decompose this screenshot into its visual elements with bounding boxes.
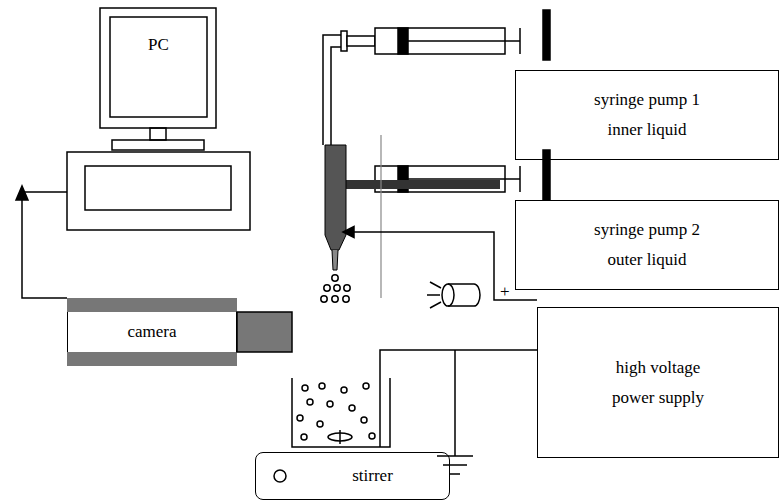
lamp-face	[442, 284, 454, 306]
signal-line	[22, 192, 67, 298]
particle	[319, 383, 325, 389]
particle	[302, 385, 308, 391]
equipment-box: camera	[67, 312, 237, 352]
reference-line	[380, 135, 381, 298]
particle	[301, 434, 307, 440]
box-label: high voltage power supply	[603, 353, 713, 413]
equipment-box: stirrer	[255, 452, 450, 500]
coaxial-nozzle	[325, 145, 346, 250]
monitor-screen	[110, 17, 207, 117]
monitor-neck	[150, 128, 166, 140]
computer-panel	[85, 166, 231, 210]
camera-band	[67, 352, 237, 366]
signal-arrow	[16, 186, 28, 200]
particle	[327, 401, 333, 407]
monitor-base	[112, 140, 204, 150]
syringe-tip	[341, 31, 347, 51]
camera-lens	[237, 312, 292, 352]
camera-band	[67, 298, 237, 312]
computer-case	[67, 152, 250, 230]
droplet	[344, 285, 350, 291]
particle	[297, 415, 303, 421]
droplet	[334, 285, 340, 291]
stirrer-knob	[274, 470, 286, 482]
syringe-nozzle	[347, 36, 375, 46]
particle	[341, 387, 347, 393]
equipment-box: high voltage power supply	[537, 307, 779, 458]
particle	[369, 433, 375, 439]
beaker	[292, 378, 390, 447]
stir-bar-line	[339, 430, 341, 444]
syringe-rod-end	[519, 166, 521, 192]
equipment-box: syringe pump 1 inner liquid	[515, 70, 779, 160]
box-label: PC	[148, 30, 169, 60]
particle	[349, 405, 355, 411]
box-label: camera	[127, 317, 176, 347]
outer-feed-tube	[345, 180, 500, 189]
ground-electrode-wire	[380, 350, 537, 447]
droplet	[343, 296, 349, 302]
lamp-rays	[427, 282, 441, 308]
equipment-box: syringe pump 2 outer liquid	[515, 200, 779, 290]
nozzle-tip	[332, 250, 338, 270]
droplet	[332, 296, 338, 302]
equipment-box: PC	[110, 17, 207, 72]
particle	[363, 383, 369, 389]
syringe-rod	[408, 178, 520, 180]
syringe-rod	[408, 40, 520, 42]
particle	[361, 417, 367, 423]
droplet	[321, 296, 327, 302]
pump-pusher	[543, 150, 550, 200]
droplet	[324, 285, 330, 291]
polarity-sign: +	[500, 283, 510, 300]
box-label: syringe pump 2 outer liquid	[587, 215, 707, 275]
particle	[317, 421, 323, 427]
droplet	[332, 275, 338, 281]
box-label: stirrer	[352, 461, 393, 491]
pump-pusher	[543, 10, 550, 60]
monitor-frame	[100, 8, 216, 128]
syringe-piston	[398, 28, 408, 54]
ground-symbol	[437, 350, 473, 474]
box-label: syringe pump 1 inner liquid	[587, 85, 707, 145]
particle	[307, 399, 313, 405]
syringe-rod-end	[519, 28, 521, 54]
